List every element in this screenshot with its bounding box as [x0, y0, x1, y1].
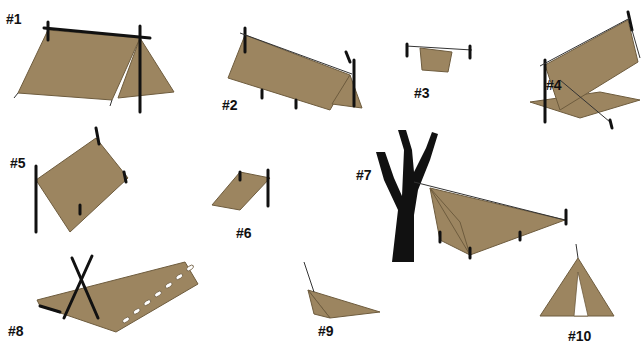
- callout-number: #10: [568, 329, 591, 343]
- small-fly-shelter: [406, 44, 472, 72]
- pup-fly-shelter: [304, 262, 380, 318]
- low-fly-shelter: [212, 170, 270, 210]
- callout-number: #9: [318, 324, 334, 338]
- diamond-fly-shelter: [36, 128, 128, 232]
- lean-to-shelter: [228, 28, 362, 110]
- callout-number: #3: [414, 86, 430, 100]
- callout-number: #7: [356, 168, 372, 182]
- callout-number: #1: [6, 12, 22, 26]
- callout-number: #8: [8, 324, 24, 338]
- callout-number: #6: [236, 226, 252, 240]
- callout-number: #2: [222, 98, 238, 112]
- lashed-poles-shelter: [37, 256, 198, 332]
- a-frame-shelter: [14, 22, 174, 112]
- lean-to-with-floor-shelter: [530, 12, 640, 128]
- callout-number: #4: [546, 78, 562, 92]
- tree-tarp-shelter: [376, 130, 566, 262]
- teepee-shelter: [540, 244, 614, 316]
- callout-number: #5: [10, 156, 26, 170]
